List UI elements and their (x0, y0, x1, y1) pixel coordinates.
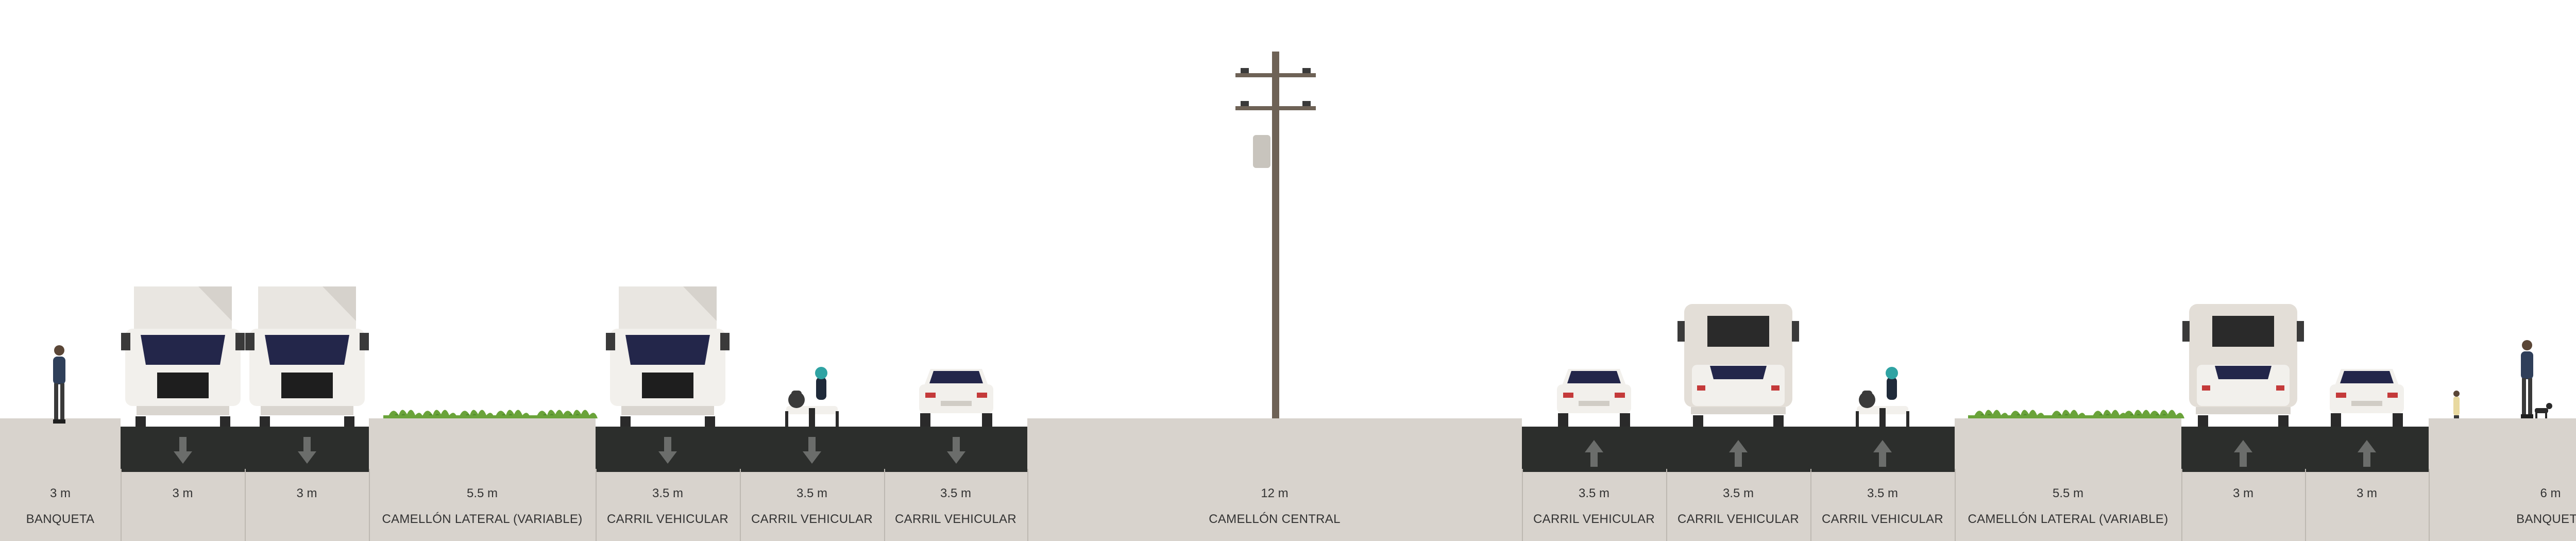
segment-carril-r3: 3.5 m CARRIL VEHICULAR (1810, 469, 1955, 541)
segment-name-label: BANQUETA (26, 512, 95, 526)
segment-width-label: 5.5 m (2052, 486, 2084, 500)
motorcycle-icon (1856, 367, 1909, 427)
banqueta-right-surface (2429, 418, 2576, 541)
segment-lane-r2: 3 m (2305, 469, 2429, 541)
segment-width-label: 3.5 m (796, 486, 828, 500)
segment-width-label: 3.5 m (1867, 486, 1899, 500)
camellon-right-surface (1955, 418, 2181, 541)
segment-lane-l1: 3 m (121, 469, 245, 541)
bus-icon (1677, 304, 1799, 427)
segment-lane-r1: 3 m (2181, 469, 2305, 541)
motorcycle-icon (785, 367, 839, 427)
pedestrian-icon (2521, 340, 2533, 418)
segment-width-label: 3 m (2232, 486, 2253, 500)
camellon-central-surface (1027, 418, 1522, 541)
segment-divider (121, 469, 122, 541)
segment-camellon-left: 5.5 m CAMELLÓN LATERAL (VARIABLE) (369, 469, 596, 541)
truck-icon (606, 286, 730, 427)
segment-name-label: CARRIL VEHICULAR (607, 512, 728, 526)
segment-divider (2181, 469, 2182, 541)
segment-name-label: CARRIL VEHICULAR (895, 512, 1016, 526)
segment-divider (1522, 469, 1523, 541)
pedestrian-icon (53, 345, 65, 424)
segment-name-label: CAMELLÓN LATERAL (VARIABLE) (382, 512, 583, 526)
car-icon (2330, 369, 2404, 427)
segment-width-label: 3.5 m (1578, 486, 1610, 500)
segment-width-label: 12 m (1261, 486, 1289, 500)
segment-width-label: 3 m (172, 486, 193, 500)
segment-width-label: 3.5 m (1722, 486, 1754, 500)
segment-carril-l1: 3.5 m CARRIL VEHICULAR (596, 469, 740, 541)
car-icon (919, 369, 993, 427)
segment-divider (1027, 469, 1028, 541)
segment-divider (369, 469, 370, 541)
grass-left-median (383, 410, 598, 418)
segment-divider (2305, 469, 2306, 541)
segment-name-label: CARRIL VEHICULAR (1533, 512, 1655, 526)
segment-carril-r1: 3.5 m CARRIL VEHICULAR (1522, 469, 1666, 541)
segment-camellon-central: 12 m CAMELLÓN CENTRAL (1027, 469, 1522, 541)
segment-divider (2429, 469, 2430, 541)
segment-width-label: 3.5 m (652, 486, 684, 500)
roadway-right-outer (2181, 427, 2429, 472)
dog-icon (2535, 403, 2552, 418)
segment-carril-l3: 3.5 m CARRIL VEHICULAR (884, 469, 1027, 541)
segment-banqueta-right: 6 m BANQUETA (2429, 469, 2576, 541)
segment-divider (1666, 469, 1667, 541)
utility-pole-icon (1235, 52, 1316, 418)
segment-divider (245, 469, 246, 541)
segment-width-label: 6 m (2540, 486, 2561, 500)
segment-name-label: CAMELLÓN CENTRAL (1209, 512, 1341, 526)
segment-divider (1955, 469, 1956, 541)
truck-icon (245, 286, 369, 427)
segment-width-label: 5.5 m (466, 486, 498, 500)
segment-carril-r2: 3.5 m CARRIL VEHICULAR (1666, 469, 1810, 541)
segment-name-label: BANQUETA (2516, 512, 2576, 526)
child-icon (2453, 391, 2460, 418)
segment-name-label: CARRIL VEHICULAR (1822, 512, 1943, 526)
segment-labels: 3 m BANQUETA 3 m 3 m 5.5 m CAMELLÓN LATE… (0, 469, 2576, 541)
segment-name-label: CARRIL VEHICULAR (751, 512, 873, 526)
car-icon (1557, 369, 1631, 427)
segment-carril-l2: 3.5 m CARRIL VEHICULAR (740, 469, 884, 541)
segment-divider (596, 469, 597, 541)
roadway-left-outer (121, 427, 369, 472)
segment-divider (740, 469, 741, 541)
segment-name-label: CAMELLÓN LATERAL (VARIABLE) (1968, 512, 2168, 526)
segment-camellon-right: 5.5 m CAMELLÓN LATERAL (VARIABLE) (1955, 469, 2181, 541)
segment-width-label: 3.5 m (940, 486, 972, 500)
segment-width-label: 3 m (49, 486, 71, 500)
truck-icon (121, 286, 245, 427)
segment-name-label: CARRIL VEHICULAR (1677, 512, 1799, 526)
segment-width-label: 3 m (296, 486, 317, 500)
segment-lane-l2: 3 m (245, 469, 369, 541)
grass-right-median (1968, 410, 2184, 418)
segment-divider (884, 469, 885, 541)
segment-divider (1810, 469, 1811, 541)
camellon-left-surface (369, 418, 596, 541)
banqueta-left-surface (0, 418, 121, 541)
segment-width-label: 3 m (2356, 486, 2377, 500)
bus-icon (2182, 304, 2304, 427)
segment-banqueta-left: 3 m BANQUETA (0, 469, 121, 541)
